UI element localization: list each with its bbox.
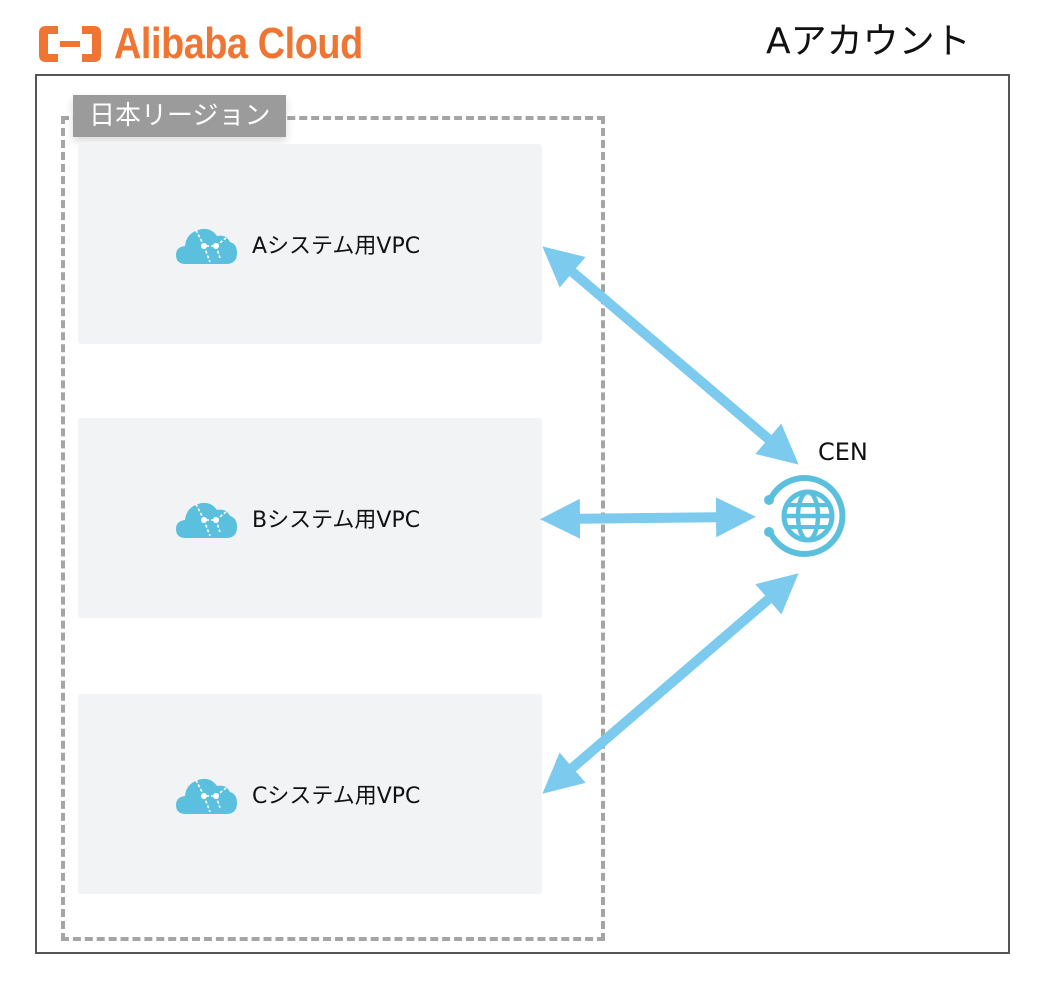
vpc-label: Aシステム用VPC <box>252 234 421 259</box>
brand-name: Alibaba Cloud <box>114 19 363 68</box>
globe-icon <box>764 475 846 557</box>
alibaba-cloud-logo-icon <box>39 26 101 62</box>
vpc-cloud-icon <box>176 228 237 264</box>
vpc-cloud-icon <box>176 778 237 814</box>
cen-label: CEN <box>818 438 868 466</box>
account-title: Aアカウント <box>766 21 971 62</box>
alibaba-cloud-logo: Alibaba Cloud <box>36 20 403 68</box>
cen-node[interactable] <box>758 470 850 562</box>
vpc-cloud-icon <box>176 502 237 538</box>
vpc-box-b[interactable]: Bシステム用VPC <box>78 418 542 618</box>
vpc-box-a[interactable]: Aシステム用VPC <box>78 144 542 344</box>
vpc-box-c[interactable]: Cシステム用VPC <box>78 694 542 894</box>
region-label: 日本リージョン <box>73 95 287 137</box>
vpc-label: Bシステム用VPC <box>252 508 421 533</box>
account-boundary <box>35 74 1010 954</box>
vpc-label: Cシステム用VPC <box>252 784 421 809</box>
